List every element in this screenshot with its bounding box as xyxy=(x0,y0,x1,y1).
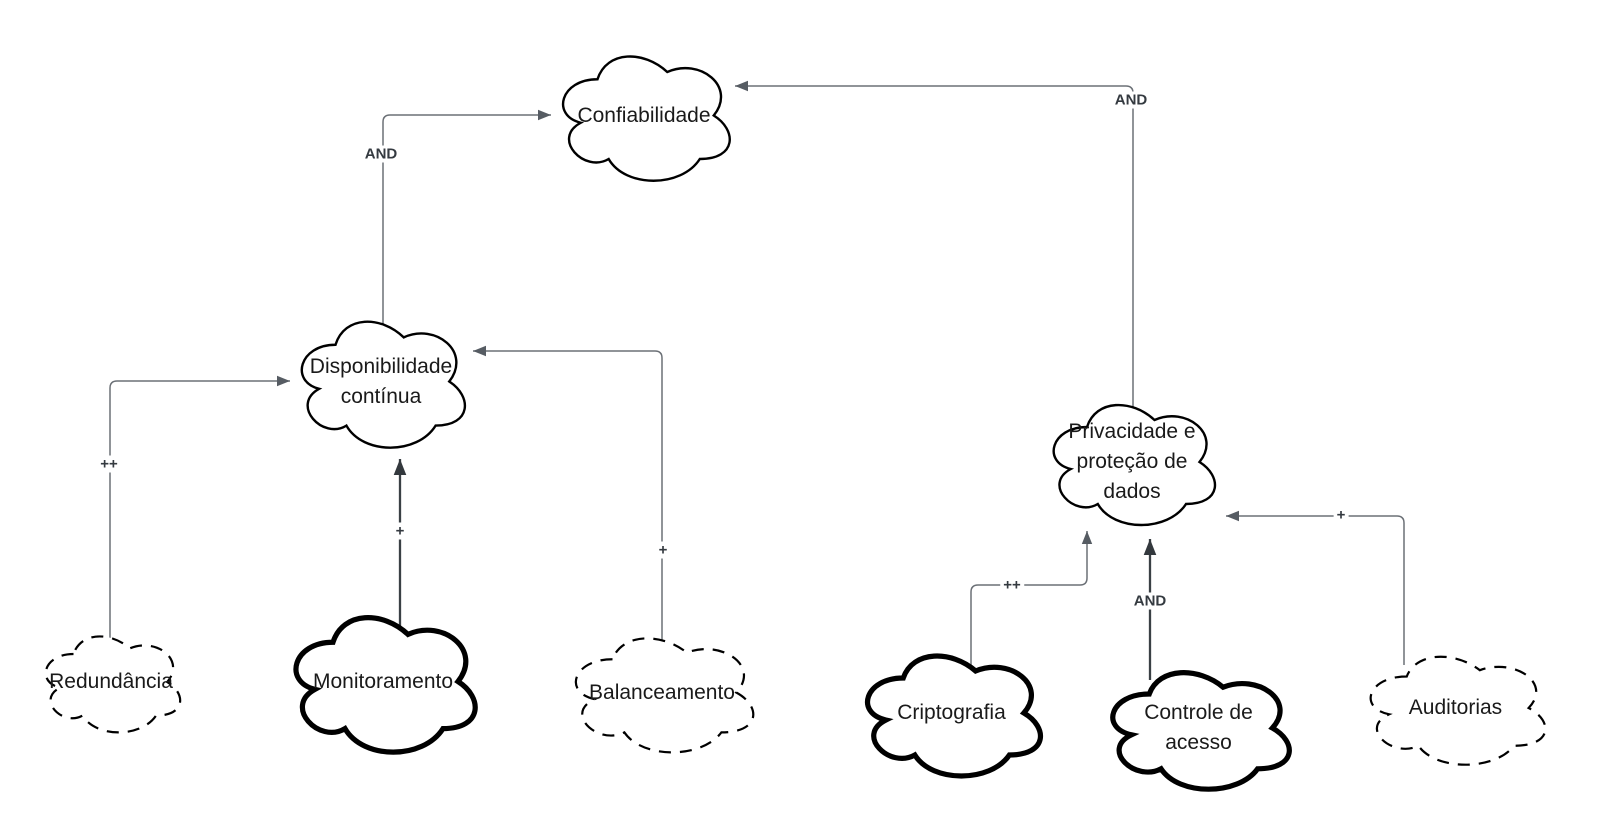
cloud-shape-icon[interactable] xyxy=(293,615,478,755)
cloud-shape-icon[interactable] xyxy=(300,320,466,449)
arrowhead-icon xyxy=(735,80,748,92)
edge-privacidade-to-confiabilidade[interactable] xyxy=(735,80,1134,420)
node-label-controle-acesso: Controle de acesso xyxy=(1144,700,1253,754)
edge-line[interactable] xyxy=(970,531,1088,665)
edge-auditorias-to-privacidade[interactable] xyxy=(1226,510,1405,665)
node-auditorias[interactable] xyxy=(1369,655,1547,766)
cloud-shape-icon[interactable] xyxy=(1052,403,1217,527)
edge-criptografia-to-privacidade[interactable] xyxy=(970,531,1093,665)
edge-redundancia-to-disponibilidade[interactable] xyxy=(109,375,290,650)
cloud-shape-icon[interactable] xyxy=(865,653,1043,779)
node-label-auditorias: Auditorias xyxy=(1408,695,1503,719)
cloud-shape-icon[interactable] xyxy=(44,635,182,734)
edge-label-monitoramento-to-disponibilidade[interactable]: + xyxy=(392,522,408,540)
edge-label-redundancia-to-disponibilidade[interactable]: ++ xyxy=(97,455,121,473)
edge-controle-acesso-to-privacidade[interactable] xyxy=(1143,539,1157,680)
node-redundancia[interactable] xyxy=(44,635,182,734)
node-confiabilidade[interactable] xyxy=(562,55,731,182)
node-label-balanceamento: Balanceamento xyxy=(589,680,735,704)
edge-line[interactable] xyxy=(382,114,551,335)
arrowhead-icon xyxy=(393,459,407,475)
edge-monitoramento-to-disponibilidade[interactable] xyxy=(393,459,407,630)
node-label-monitoramento: Monitoramento xyxy=(312,669,454,693)
edge-line[interactable] xyxy=(109,380,290,650)
arrowhead-icon xyxy=(1226,510,1239,522)
cloud-shape-icon[interactable] xyxy=(574,637,755,754)
node-controle-acesso[interactable] xyxy=(1110,670,1292,792)
edge-label-balanceamento-to-disponibilidade[interactable]: + xyxy=(655,541,671,559)
cloud-shape-icon[interactable] xyxy=(562,55,731,182)
node-monitoramento[interactable] xyxy=(293,615,478,755)
edge-disponibilidade-to-confiabilidade[interactable] xyxy=(382,109,551,335)
arrowhead-icon xyxy=(1143,539,1157,555)
edge-label-controle-acesso-to-privacidade[interactable]: AND xyxy=(1130,592,1170,610)
edge-label-privacidade-to-confiabilidade[interactable]: AND xyxy=(1111,91,1151,109)
node-disponibilidade[interactable] xyxy=(300,320,466,449)
arrowhead-icon xyxy=(473,345,486,357)
edge-balanceamento-to-disponibilidade[interactable] xyxy=(473,345,663,650)
cloud-shape-icon[interactable] xyxy=(1110,670,1292,792)
node-label-confiabilidade: Confiabilidade xyxy=(577,103,711,127)
edge-line[interactable] xyxy=(1226,515,1405,665)
edge-line[interactable] xyxy=(473,350,663,650)
node-privacidade[interactable] xyxy=(1052,403,1217,527)
node-label-criptografia: Criptografia xyxy=(897,700,1006,724)
node-label-redundancia: Redundância xyxy=(49,669,173,693)
edge-line[interactable] xyxy=(735,85,1134,420)
edge-label-disponibilidade-to-confiabilidade[interactable]: AND xyxy=(361,145,401,163)
edge-label-criptografia-to-privacidade[interactable]: ++ xyxy=(1000,576,1024,594)
node-criptografia[interactable] xyxy=(865,653,1043,779)
arrowhead-icon xyxy=(538,109,551,121)
node-label-privacidade: Privacidade e proteção de dados xyxy=(1068,419,1196,504)
node-layer xyxy=(44,55,1547,792)
node-balanceamento[interactable] xyxy=(574,637,755,754)
arrowhead-icon xyxy=(277,375,290,387)
edge-label-auditorias-to-privacidade[interactable]: + xyxy=(1333,506,1349,524)
cloud-shape-icon[interactable] xyxy=(1369,655,1547,766)
node-label-disponibilidade: Disponibilidade contínua xyxy=(309,354,453,408)
arrowhead-icon xyxy=(1081,531,1093,544)
